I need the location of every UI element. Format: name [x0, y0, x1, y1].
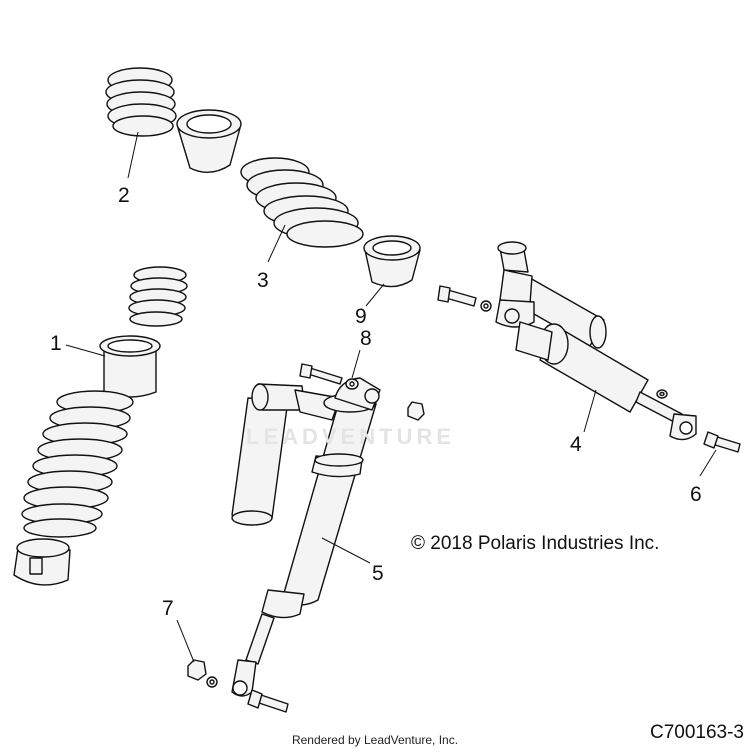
shock-front	[231, 377, 381, 697]
spring-seat-top	[176, 109, 242, 173]
leader-6	[699, 449, 717, 477]
spring-large	[240, 157, 364, 248]
copyright-text: © 2018 Polaris Industries Inc.	[411, 533, 660, 554]
nut-front-lower	[187, 659, 207, 681]
washer-8	[345, 378, 359, 390]
spring-seat-left	[99, 335, 161, 398]
nut-front-upper	[407, 401, 425, 421]
bolt-front-upper	[299, 363, 343, 385]
callout-3[interactable]: 3	[257, 269, 269, 292]
callout-9[interactable]: 9	[355, 305, 367, 328]
callout-8[interactable]: 8	[360, 327, 372, 350]
washer-rear-lower	[656, 389, 668, 399]
callout-1[interactable]: 1	[50, 332, 62, 355]
callout-7[interactable]: 7	[162, 597, 174, 620]
crossover-ring	[363, 235, 421, 288]
callout-6[interactable]: 6	[690, 483, 702, 506]
leader-3	[267, 224, 286, 263]
leader-5	[321, 537, 371, 564]
spring-small-top	[105, 67, 177, 137]
bolt-front-lower	[247, 689, 289, 713]
rendered-by-footer: Rendered by LeadVenture, Inc.	[291, 733, 459, 747]
leader-4	[583, 389, 597, 433]
spring-long-left	[21, 390, 134, 538]
spring-retainer-bottom	[13, 538, 71, 586]
callout-5[interactable]: 5	[372, 562, 384, 585]
washer-front-lower	[206, 676, 218, 688]
diagram-code: C700163-3	[649, 722, 744, 743]
leader-9	[365, 283, 385, 307]
spring-small-left	[128, 266, 188, 327]
shock-rear	[495, 241, 697, 441]
leader-8	[351, 349, 361, 379]
bolt-rear-upper	[437, 285, 477, 307]
callout-2[interactable]: 2	[118, 184, 130, 207]
bolt-rear-lower	[703, 431, 741, 453]
washer-rear-upper	[480, 300, 492, 312]
leader-1	[65, 344, 106, 357]
watermark: LEADVENTURE	[246, 424, 456, 449]
leader-7	[176, 619, 195, 663]
leader-2	[127, 131, 139, 179]
leader-lines	[65, 131, 717, 663]
callout-4[interactable]: 4	[570, 433, 582, 456]
